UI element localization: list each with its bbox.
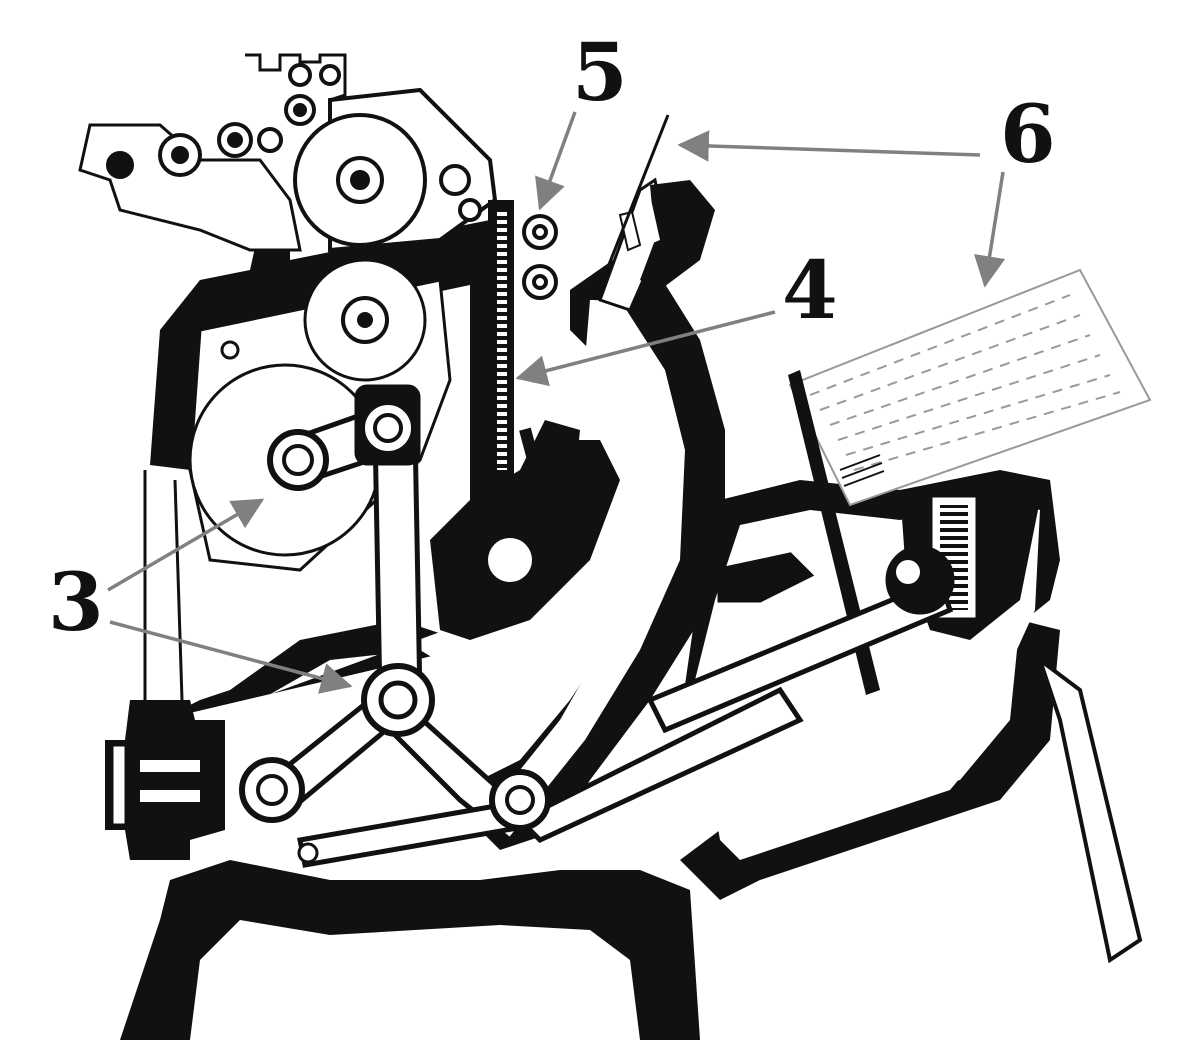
- callout-labels: 3 4 5 6: [48, 25, 1056, 649]
- callout-5: 5: [572, 25, 628, 119]
- pivot-joints: [239, 384, 551, 864]
- arrow-5: [535, 111, 577, 211]
- top-mechanism: [78, 53, 498, 253]
- machine-base: [120, 620, 1143, 1040]
- callout-arrows: [107, 111, 1006, 694]
- arrow-3-upper: [107, 498, 265, 592]
- callout-4: 4: [782, 243, 838, 337]
- left-flange: [105, 470, 225, 860]
- arrow-6-left: [677, 130, 981, 162]
- arrow-6-down: [973, 171, 1006, 288]
- arrow-3-lower: [109, 620, 353, 694]
- small-rollers: [522, 214, 558, 300]
- callout-6: 6: [1000, 87, 1056, 181]
- swing-cam: [430, 177, 725, 850]
- toothed-rack: [488, 200, 514, 480]
- arrow-4: [515, 310, 776, 387]
- callout-3: 3: [48, 555, 104, 649]
